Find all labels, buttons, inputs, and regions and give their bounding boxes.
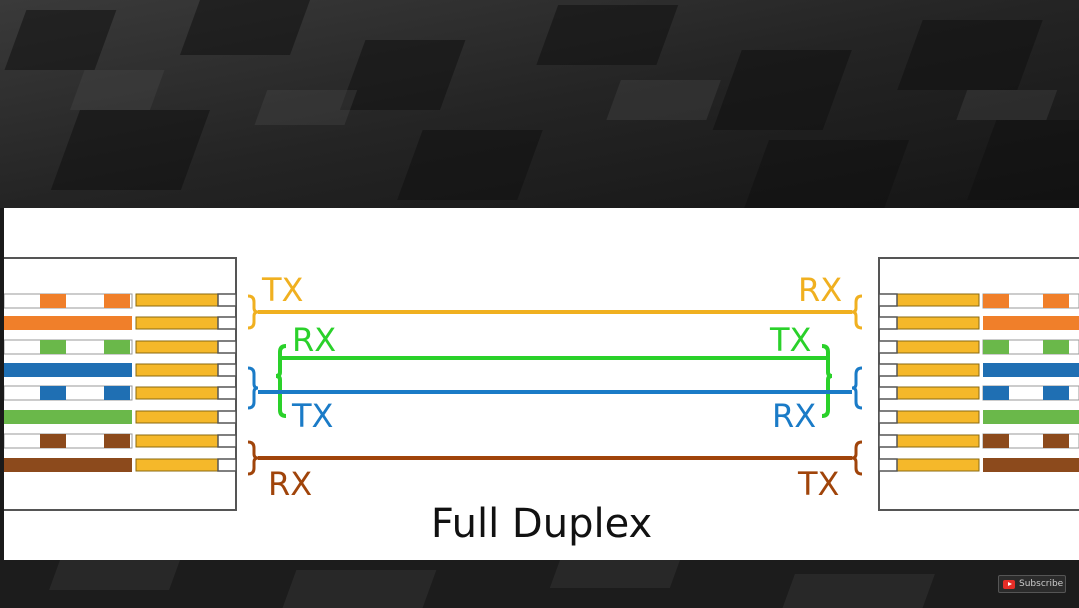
right-label-green: TX — [770, 321, 812, 359]
right-rj45-connector — [878, 257, 1079, 511]
subscribe-label: Subscribe — [1019, 579, 1064, 589]
right-label-orange: RX — [798, 271, 843, 309]
left-label-brown: RX — [268, 465, 313, 503]
right-wires — [982, 293, 1079, 472]
left-rj45-connector — [4, 257, 237, 511]
diagram-title: Full Duplex — [430, 501, 653, 547]
left-pins — [135, 293, 219, 472]
brown-pair-line — [247, 440, 863, 476]
right-label-brown: TX — [798, 465, 840, 503]
youtube-play-icon — [1003, 579, 1015, 589]
right-pins — [896, 293, 980, 472]
left-label-orange: TX — [262, 271, 304, 309]
orange-pair-line — [247, 294, 863, 330]
diagram-panel: TX RX TX RX RX TX RX TX Full Duplex — [4, 208, 1079, 560]
left-wires — [4, 293, 133, 472]
left-label-green: RX — [292, 321, 337, 359]
right-label-blue: RX — [772, 397, 817, 435]
blue-pair-line — [247, 366, 863, 410]
green-pair-line — [275, 344, 833, 418]
background-bottom — [0, 560, 1079, 608]
left-label-blue: TX — [292, 397, 334, 435]
subscribe-button[interactable]: Subscribe — [998, 575, 1066, 593]
background-top — [0, 0, 1079, 208]
